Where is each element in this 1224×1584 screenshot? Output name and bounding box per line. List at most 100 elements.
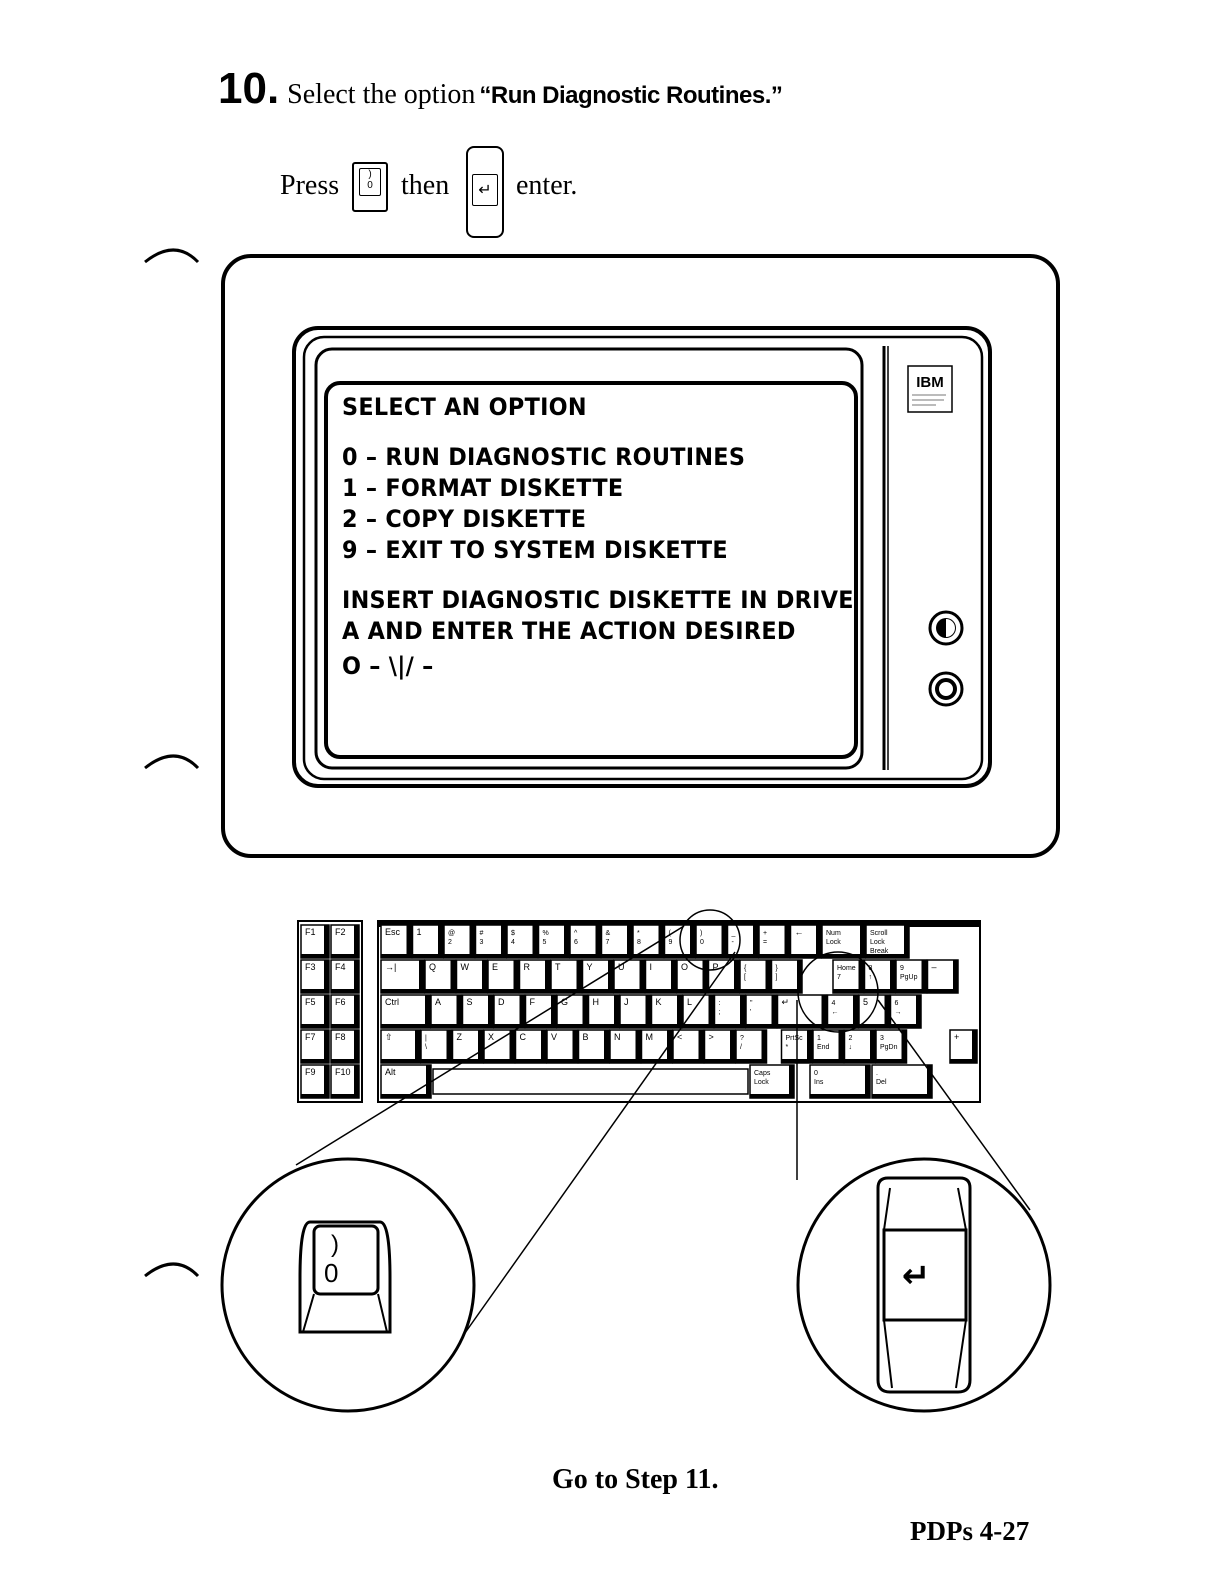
svg-text:W: W [461, 962, 470, 972]
svg-text:Y: Y [587, 962, 593, 972]
key-row2-2: W [455, 959, 488, 994]
key-row2-10: P [707, 959, 740, 994]
function-key-f9: F9 [300, 1064, 330, 1099]
function-key-f8: F8 [330, 1029, 360, 1064]
svg-text:Del: Del [876, 1079, 887, 1086]
function-key-f5: F5 [300, 994, 330, 1029]
svg-text:\: \ [425, 1044, 427, 1051]
function-key-block [297, 920, 363, 1103]
zoomed-enter-key: ↵ [796, 1157, 1052, 1413]
svg-text:X: X [488, 1032, 494, 1042]
key-row4-2: Z [451, 1029, 484, 1064]
binder-hole-marks [144, 248, 200, 1278]
key-row3-10: :; [713, 994, 746, 1029]
key-one-top: ) [368, 169, 372, 180]
zoomed-zero-key: ) 0 [220, 1157, 476, 1413]
svg-text:Break: Break [870, 948, 889, 955]
function-key-f2: F2 [330, 924, 360, 959]
svg-text:.: . [876, 1070, 878, 1077]
svg-text:Q: Q [429, 962, 436, 972]
svg-text::: : [719, 1000, 721, 1007]
svg-text:*: * [637, 930, 640, 937]
svg-text:F4: F4 [335, 962, 346, 972]
svg-text:F7: F7 [305, 1032, 316, 1042]
key-row2-0: →| [380, 959, 425, 994]
svg-text:|: | [425, 1035, 427, 1042]
key-one-bottom: 0 [367, 180, 373, 191]
svg-text:(: ( [669, 930, 672, 937]
key-row2-6: Y [581, 959, 614, 994]
monitor-label-lines [912, 394, 946, 406]
svg-text:Scroll: Scroll [870, 930, 888, 937]
svg-text:↵: ↵ [782, 997, 790, 1007]
ibm-logo: IBM [916, 374, 944, 391]
key-row4-9: < [672, 1029, 705, 1064]
svg-text:F3: F3 [305, 962, 316, 972]
svg-text:→: → [895, 1009, 902, 1016]
svg-text:F9: F9 [305, 1067, 316, 1077]
svg-text:9: 9 [669, 939, 673, 946]
svg-text:Esc: Esc [385, 927, 401, 937]
key-row3-1: A [430, 994, 463, 1029]
svg-text:→|: →| [385, 962, 396, 972]
key-row2-8: I [644, 959, 677, 994]
svg-text:F2: F2 [335, 927, 346, 937]
key-row2-12: }] [770, 959, 803, 994]
svg-text:U: U [618, 962, 625, 972]
svg-text:#: # [480, 930, 484, 937]
svg-text:A: A [435, 997, 441, 1007]
svg-text:7: 7 [606, 939, 610, 946]
svg-text:': ' [750, 1009, 751, 1016]
contrast-knob-icon [928, 671, 964, 707]
key-row4-6: B [577, 1029, 610, 1064]
svg-text:G: G [561, 997, 568, 1007]
svg-text:–: – [932, 962, 937, 972]
key-row2-4: R [518, 959, 551, 994]
zoomed-key-top: ) [331, 1231, 339, 1258]
svg-text:F5: F5 [305, 997, 316, 1007]
press-label: Press [280, 170, 340, 201]
key-row1-5: %5 [537, 924, 570, 959]
key-two-glyph: ↵ [472, 174, 498, 206]
key-row3-9: L [682, 994, 715, 1029]
svg-text:@: @ [448, 930, 455, 937]
svg-text:": " [750, 1000, 753, 1007]
key-row2-3: E [487, 959, 520, 994]
svg-text:↓: ↓ [849, 1044, 853, 1051]
menu-option-9: 9 – EXIT TO SYSTEM DISKETTE [342, 536, 728, 564]
screen-prompt-line-1: INSERT DIAGNOSTIC DISKETTE IN DRIVE [342, 586, 854, 614]
key-row4-8: M [640, 1029, 673, 1064]
svg-text:L: L [687, 997, 692, 1007]
key-row3-4: F [524, 994, 557, 1029]
svg-text:Lock: Lock [870, 939, 885, 946]
footer-note: Go to Step 11. [552, 1464, 719, 1495]
svg-text:1: 1 [417, 927, 422, 937]
svg-text:4: 4 [832, 1000, 836, 1007]
menu-option-0: 0 – RUN DIAGNOSTIC ROUTINES [342, 443, 746, 471]
monitor [221, 254, 1060, 858]
function-key-f10: F10 [330, 1064, 360, 1099]
svg-text:Caps: Caps [754, 1070, 771, 1077]
function-key-f3: F3 [300, 959, 330, 994]
svg-text:7: 7 [837, 974, 841, 981]
zoomed-key-bottom: 0 [324, 1258, 338, 1288]
step-heading: 10. Select the option “Run Diagnostic Ro… [218, 64, 783, 114]
svg-text:]: ] [776, 974, 778, 981]
key-row2-1: Q [424, 959, 457, 994]
svg-text:6: 6 [895, 1000, 899, 1007]
svg-text:S: S [467, 997, 473, 1007]
svg-text:Num: Num [826, 930, 841, 937]
svg-text:⇧: ⇧ [385, 1032, 393, 1042]
svg-text:3: 3 [880, 1035, 884, 1042]
svg-text:9: 9 [900, 965, 904, 972]
svg-text:PgDn: PgDn [880, 1044, 898, 1051]
svg-text:Lock: Lock [826, 939, 841, 946]
svg-text:C: C [520, 1032, 527, 1042]
screen-prompt-line-2: A AND ENTER THE ACTION DESIRED [342, 617, 796, 645]
svg-text:6: 6 [574, 939, 578, 946]
svg-text:←: ← [832, 1009, 839, 1016]
svg-text:H: H [593, 997, 600, 1007]
